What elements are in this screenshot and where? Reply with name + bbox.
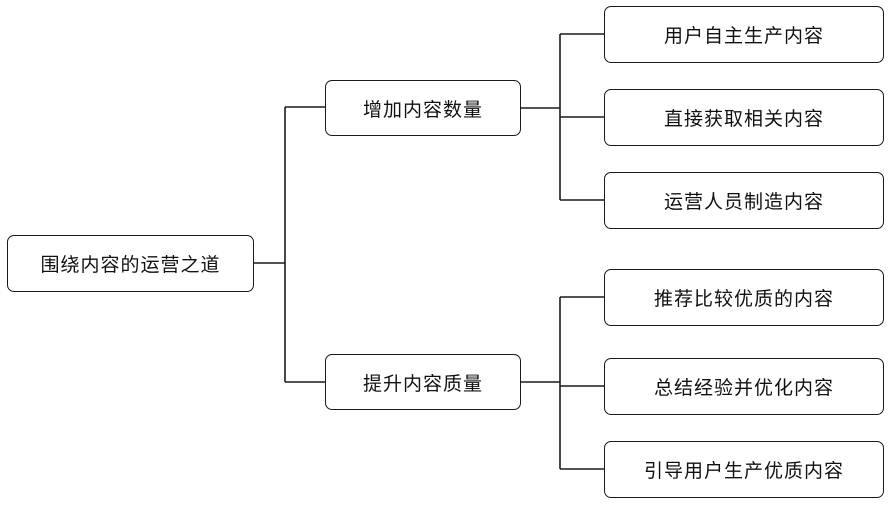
root-node-label: 围绕内容的运营之道	[40, 254, 221, 276]
leaf-node-label: 引导用户生产优质内容	[643, 460, 844, 482]
leaf-node-label: 推荐比较优质的内容	[653, 288, 834, 310]
leaf-node-label: 用户自主生产内容	[663, 25, 824, 47]
leaf-node-label: 运营人员制造内容	[663, 191, 824, 213]
leaf-node-direct-acquire: 直接获取相关内容	[604, 89, 884, 146]
branch-node-label: 增加内容数量	[362, 98, 483, 121]
leaf-node-summarize-optimize: 总结经验并优化内容	[604, 358, 884, 415]
leaf-node-user-generated: 用户自主生产内容	[604, 6, 884, 63]
leaf-node-label: 直接获取相关内容	[663, 108, 824, 130]
leaf-node-recommend-quality: 推荐比较优质的内容	[604, 269, 884, 326]
branch-node-label: 提升内容质量	[362, 372, 483, 395]
leaf-node-staff-created: 运营人员制造内容	[604, 172, 884, 229]
leaf-node-guide-users: 引导用户生产优质内容	[604, 441, 884, 498]
branch-node-increase-quantity: 增加内容数量	[325, 80, 521, 136]
root-node: 围绕内容的运营之道	[7, 235, 254, 292]
branch-node-improve-quality: 提升内容质量	[325, 354, 521, 410]
leaf-node-label: 总结经验并优化内容	[653, 377, 834, 399]
